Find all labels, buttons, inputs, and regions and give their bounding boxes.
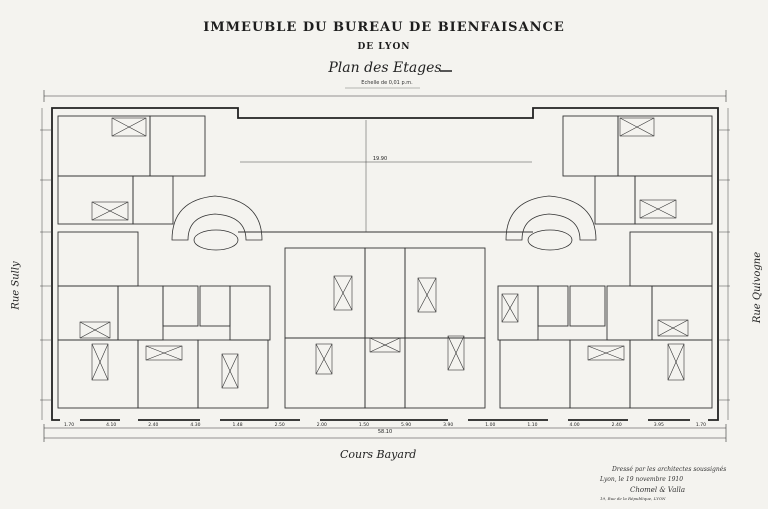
signature-date: Lyon, le 19 novembre 1910 (600, 476, 684, 483)
segment-dimension-label: 1.48 (233, 422, 243, 428)
drawing-subtitle: DE LYON (357, 42, 411, 52)
segment-dimension-label: 1.50 (359, 422, 369, 428)
segment-dimension-label: 2.40 (148, 422, 158, 428)
segment-dimension-label: 4.00 (570, 422, 580, 428)
staircase-left (171, 195, 263, 251)
bottom-segment-labels: 1.70 4.10 2.40 4.30 1.48 2.50 2.00 1.50 5.90 3.90… (64, 422, 706, 428)
segment-dimension-label: 2.40 (612, 422, 622, 428)
segment-dimension-label: 1.70 (64, 422, 74, 428)
overall-width-label: 58.10 (378, 429, 392, 435)
central-block-rooms (238, 231, 533, 409)
segment-dimension-label: 2.50 (275, 422, 285, 428)
building-outline (51, 107, 719, 421)
segment-dimension-label: 1.10 (527, 422, 537, 428)
signature-address: 19, Rue de la République, LYON (600, 496, 666, 501)
segment-dimension-label: 5.90 (401, 422, 411, 428)
staircase-right (505, 195, 597, 251)
segment-dimension-label: 1.70 (696, 422, 706, 428)
segment-dimension-label: 3.90 (443, 422, 453, 428)
segment-dimension-label: 1.00 (485, 422, 495, 428)
signature-line-1: Dressé par les architectes soussignés (612, 466, 727, 473)
drawing-title: IMMEUBLE DU BUREAU DE BIENFAISANCE (203, 20, 565, 35)
segment-dimension-label: 2.00 (317, 422, 327, 428)
segment-dimension-label: 4.10 (106, 422, 116, 428)
segment-dimension-label: 3.95 (654, 422, 664, 428)
scale-note: Echelle de 0,01 p.m. (361, 80, 413, 86)
street-label-right: Rue Quivogne (752, 251, 764, 324)
street-label-bottom: Cours Bayard (340, 448, 417, 461)
courtyard-width-label: 19.90 (373, 156, 387, 162)
right-wing-rooms (497, 115, 713, 409)
chimney-marks (79, 117, 689, 389)
street-label-left: Rue Sully (10, 261, 22, 310)
signature-names: Chomel & Valla (630, 486, 686, 494)
left-wing-rooms (57, 115, 271, 409)
plan-title: Plan des Etages (328, 60, 442, 76)
segment-dimension-label: 4.30 (190, 422, 200, 428)
